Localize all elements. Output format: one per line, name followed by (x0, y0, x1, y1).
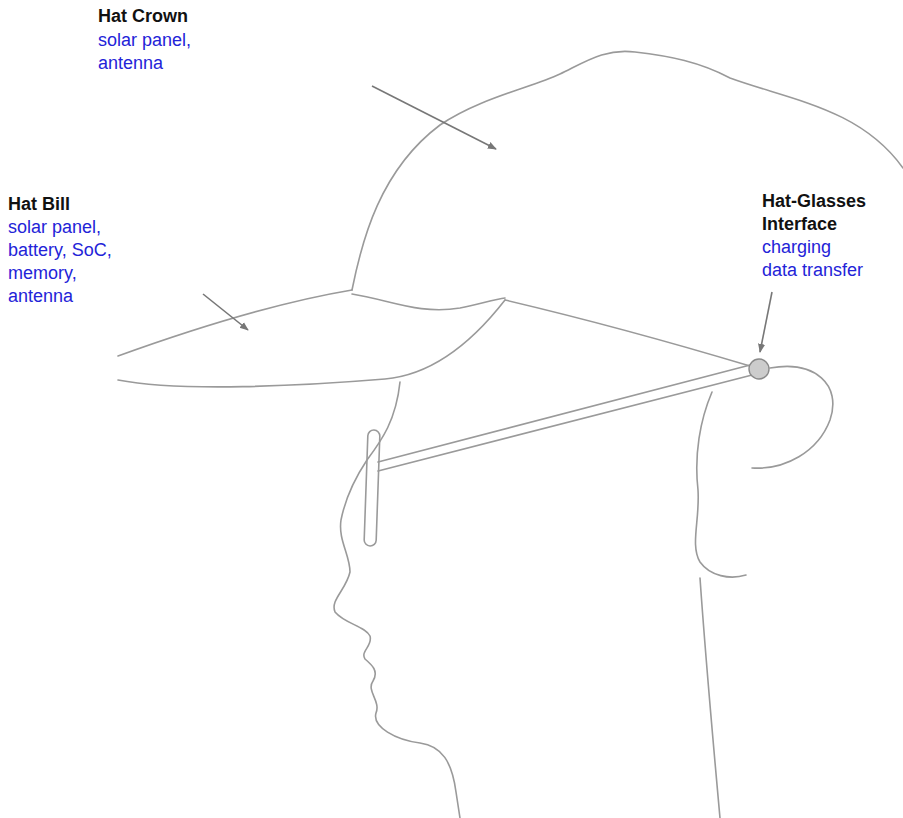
part-functions: charging data transfer (762, 236, 866, 282)
hat-bill-seam (352, 294, 505, 310)
leader-arrow (372, 86, 496, 149)
hat-crown-bottom (505, 300, 750, 366)
leader-arrow (203, 294, 248, 330)
glasses-temple-top (378, 364, 754, 462)
hair-outline (695, 392, 746, 577)
hat-glasses-connector (749, 359, 769, 379)
glasses-temple-bottom (378, 374, 756, 471)
hat-bill-underside (118, 300, 505, 387)
part-name: Hat Bill (8, 193, 228, 216)
hat-back-edge (752, 367, 833, 469)
glasses-front (364, 430, 380, 546)
leader-arrow (760, 292, 772, 352)
face-profile (334, 382, 460, 818)
part-name: Hat-Glasses Interface (762, 190, 880, 236)
hat-bill-top (118, 290, 352, 356)
hat-crown-outline (352, 51, 903, 290)
part-components: solar panel, antenna (98, 29, 214, 75)
part-name: Hat Crown (98, 5, 318, 28)
part-components: solar panel, battery, SoC, memory, anten… (8, 216, 124, 308)
neck-back (700, 578, 720, 818)
